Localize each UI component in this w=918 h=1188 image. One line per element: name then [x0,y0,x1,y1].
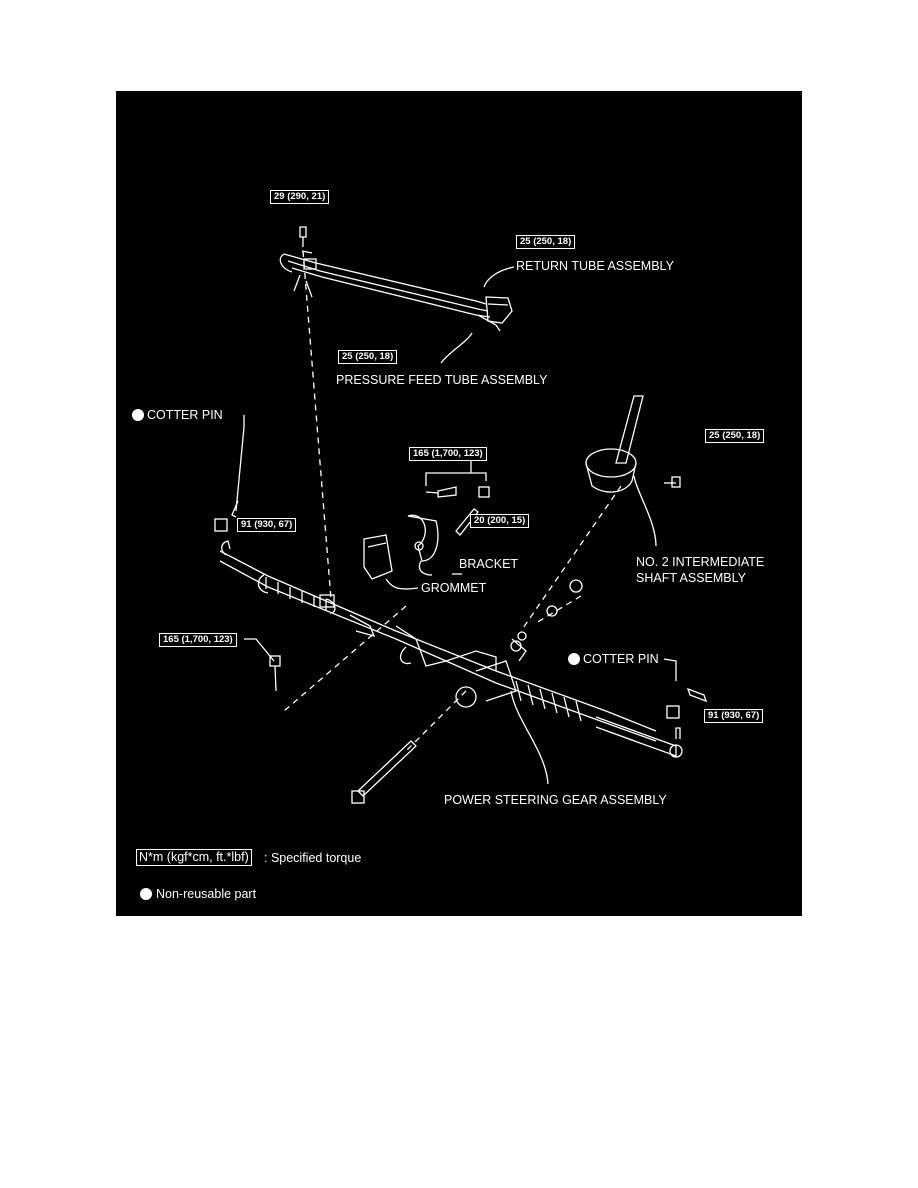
steering-rack-drawing [219,540,683,758]
label-pressure-tube: PRESSURE FEED TUBE ASSEMBLY [336,373,548,387]
torque-left-bolt: 165 (1,700, 123) [159,633,237,647]
torque-return-tube: 25 (250, 18) [516,235,576,249]
label-intermediate-shaft-line2: SHAFT ASSEMBLY [636,571,746,585]
torque-bracket-nut: 20 (200, 15) [470,514,530,528]
label-return-tube: RETURN TUBE ASSEMBLY [516,259,674,273]
torque-top-bolt: 29 (290, 21) [270,190,330,204]
tube-assembly-drawing [279,250,513,332]
torque-bracket-bolt: 165 (1,700, 123) [409,447,487,461]
grommet-drawing [363,534,393,580]
label-bracket: BRACKET [459,557,519,571]
torque-shaft: 25 (250, 18) [705,429,765,443]
label-power-steering: POWER STEERING GEAR ASSEMBLY [444,793,667,807]
nonreusable-dot-left [132,409,144,421]
label-intermediate-shaft-line1: NO. 2 INTERMEDIATE [636,555,765,569]
label-cotter-pin-left: COTTER PIN [147,408,223,422]
bracket-drawing [407,514,439,562]
steering-exploded-diagram: 29 (290, 21) 25 (250, 18) 25 (250, 18) 2… [116,91,802,916]
top-bolt-drawing [299,226,307,247]
intermediate-shaft-drawing [585,395,681,493]
torque-pressure-tube: 25 (250, 18) [338,350,398,364]
label-grommet: GROMMET [421,581,487,595]
nonreusable-dot-right [568,653,580,665]
legend-nonreusable-dot [140,888,152,900]
label-cotter-pin-right: COTTER PIN [583,652,659,666]
legend-torque-desc: : Specified torque [264,851,362,865]
legend-nonreusable: Non-reusable part [156,887,257,901]
diagram-artwork [214,226,708,804]
legend-torque-key: N*m (kgf*cm, ft.*lbf) [136,849,252,866]
torque-left-nut: 91 (930, 67) [237,518,297,532]
torque-right-nut: 91 (930, 67) [704,709,764,723]
